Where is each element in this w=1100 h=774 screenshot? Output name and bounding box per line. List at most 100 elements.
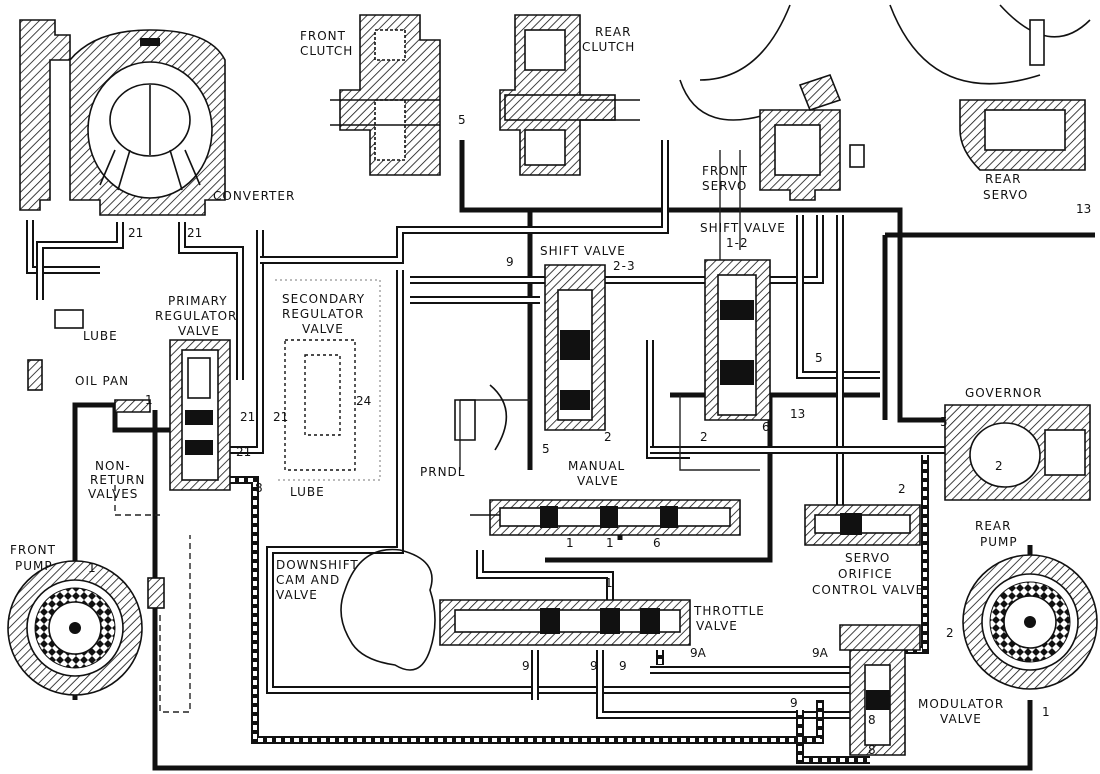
manual-valve xyxy=(470,499,741,536)
line-number: 5 xyxy=(940,415,948,429)
label-governor: GOVERNOR xyxy=(965,386,1042,400)
line-number: 8 xyxy=(868,713,876,727)
line-number: 2 xyxy=(946,626,954,640)
rear-servo xyxy=(889,4,1091,171)
label-front-pump-2: PUMP xyxy=(15,559,53,573)
line-number: 9 xyxy=(506,255,514,269)
label-primary-regulator-2: REGULATOR xyxy=(155,309,237,323)
line-number: 21 xyxy=(273,410,288,424)
line-number: 13 xyxy=(790,407,805,421)
servo-orifice-control-valve xyxy=(804,504,921,546)
line-number: 9 xyxy=(790,696,798,710)
label-secondary-regulator-1: SECONDARY xyxy=(282,292,365,306)
label-servo-orifice-2: ORIFICE xyxy=(838,567,893,581)
rear-pump xyxy=(962,554,1098,690)
converter xyxy=(19,19,226,216)
label-rear-clutch-1: REAR xyxy=(595,25,631,39)
label-primary-regulator-1: PRIMARY xyxy=(168,294,228,308)
label-shift-valve-12-2: 1-2 xyxy=(726,236,749,250)
label-front-clutch-1: FRONT xyxy=(300,29,346,43)
label-non-return-2: RETURN xyxy=(90,473,145,487)
label-front-servo-2: SERVO xyxy=(702,179,747,193)
line-number: 1 xyxy=(1042,705,1050,719)
label-manual-valve-1: MANUAL xyxy=(568,459,625,473)
label-shift-valve-23-2: 2-3 xyxy=(613,259,636,273)
front-clutch xyxy=(330,14,441,176)
label-downshift-1: DOWNSHIFT xyxy=(276,558,359,572)
component-labels: FRONT CLUTCH REAR CLUTCH CONVERTER FRONT… xyxy=(10,25,1042,726)
shift-valve-1-2 xyxy=(704,259,771,421)
line-number: 9A xyxy=(690,646,707,660)
label-secondary-regulator-2: REGULATOR xyxy=(282,307,364,321)
line-number: 1 xyxy=(88,561,96,575)
label-shift-valve-23-1: SHIFT VALVE xyxy=(540,244,626,258)
line-number: 21 xyxy=(128,226,143,240)
label-prndl: PRNDL xyxy=(420,465,465,479)
label-throttle-valve-1: THROTTLE xyxy=(693,604,765,618)
label-servo-orifice-3: CONTROL VALVE xyxy=(812,583,924,597)
front-pump xyxy=(7,560,143,696)
label-rear-pump-1: REAR xyxy=(975,519,1011,533)
label-front-pump-1: FRONT xyxy=(10,543,56,557)
line-number: 1 xyxy=(606,536,614,550)
label-throttle-valve-2: VALVE xyxy=(696,619,738,633)
label-shift-valve-12-1: SHIFT VALVE xyxy=(700,221,786,235)
label-front-servo-1: FRONT xyxy=(702,164,748,178)
label-lube-center: LUBE xyxy=(290,485,325,499)
line-number: 24 xyxy=(356,394,371,408)
line-number: 1 xyxy=(145,393,153,407)
primary-regulator-valve xyxy=(169,339,231,491)
line-number: 21 xyxy=(187,226,202,240)
label-secondary-regulator-3: VALVE xyxy=(302,322,344,336)
line-number: 5 xyxy=(542,442,550,456)
throttle-valve xyxy=(439,599,691,646)
label-non-return-1: NON- xyxy=(95,459,131,473)
label-lube-left: LUBE xyxy=(83,329,118,343)
line-number: 2 xyxy=(898,482,906,496)
label-rear-clutch-2: CLUTCH xyxy=(582,40,635,54)
label-modulator-valve-1: MODULATOR xyxy=(918,697,1004,711)
line-number: 9 xyxy=(590,659,598,673)
label-converter: CONVERTER xyxy=(213,189,295,203)
line-number: 5 xyxy=(815,351,823,365)
label-non-return-3: VALVES xyxy=(88,487,138,501)
line-number: 6 xyxy=(653,536,661,550)
line-number: 1 xyxy=(605,576,613,590)
label-front-clutch-2: CLUTCH xyxy=(300,44,353,58)
line-number: 8 xyxy=(868,743,876,757)
front-servo xyxy=(679,4,865,201)
secondary-regulator-valve xyxy=(275,279,381,481)
label-servo-orifice-1: SERVO xyxy=(845,551,890,565)
shift-valve-2-3 xyxy=(544,264,606,431)
line-number: 13 xyxy=(1076,202,1091,216)
label-oil-pan: OIL PAN xyxy=(75,374,129,388)
label-primary-regulator-3: VALVE xyxy=(178,324,220,338)
label-rear-servo-1: REAR xyxy=(985,172,1021,186)
line-number: 2 xyxy=(700,430,708,444)
line-number: 21 xyxy=(240,410,255,424)
label-modulator-valve-2: VALVE xyxy=(940,712,982,726)
modulator-valve xyxy=(839,624,921,756)
line-number: 2 xyxy=(995,459,1003,473)
line-number: 9A xyxy=(812,646,829,660)
line-number: 9 xyxy=(619,659,627,673)
prndl-selector xyxy=(454,384,508,451)
label-downshift-3: VALVE xyxy=(276,588,318,602)
governor xyxy=(944,404,1091,501)
label-rear-servo-2: SERVO xyxy=(983,188,1028,202)
line-number: 21 xyxy=(236,445,251,459)
label-manual-valve-2: VALVE xyxy=(577,474,619,488)
label-rear-pump-2: PUMP xyxy=(980,535,1018,549)
line-number: 8 xyxy=(255,481,263,495)
oil-pan-lube xyxy=(27,309,151,413)
line-number: 6 xyxy=(762,420,770,434)
label-downshift-2: CAM AND xyxy=(276,573,340,587)
line-number: 9 xyxy=(522,659,530,673)
non-return-valves xyxy=(147,577,165,609)
rear-clutch xyxy=(499,14,640,176)
line-number: 5 xyxy=(458,113,466,127)
line-number: 1 xyxy=(566,536,574,550)
line-numbers: 5 13 21 21 21 21 21 24 9 1 5 13 2 2 6 5 … xyxy=(88,113,1091,757)
line-number: 2 xyxy=(604,430,612,444)
